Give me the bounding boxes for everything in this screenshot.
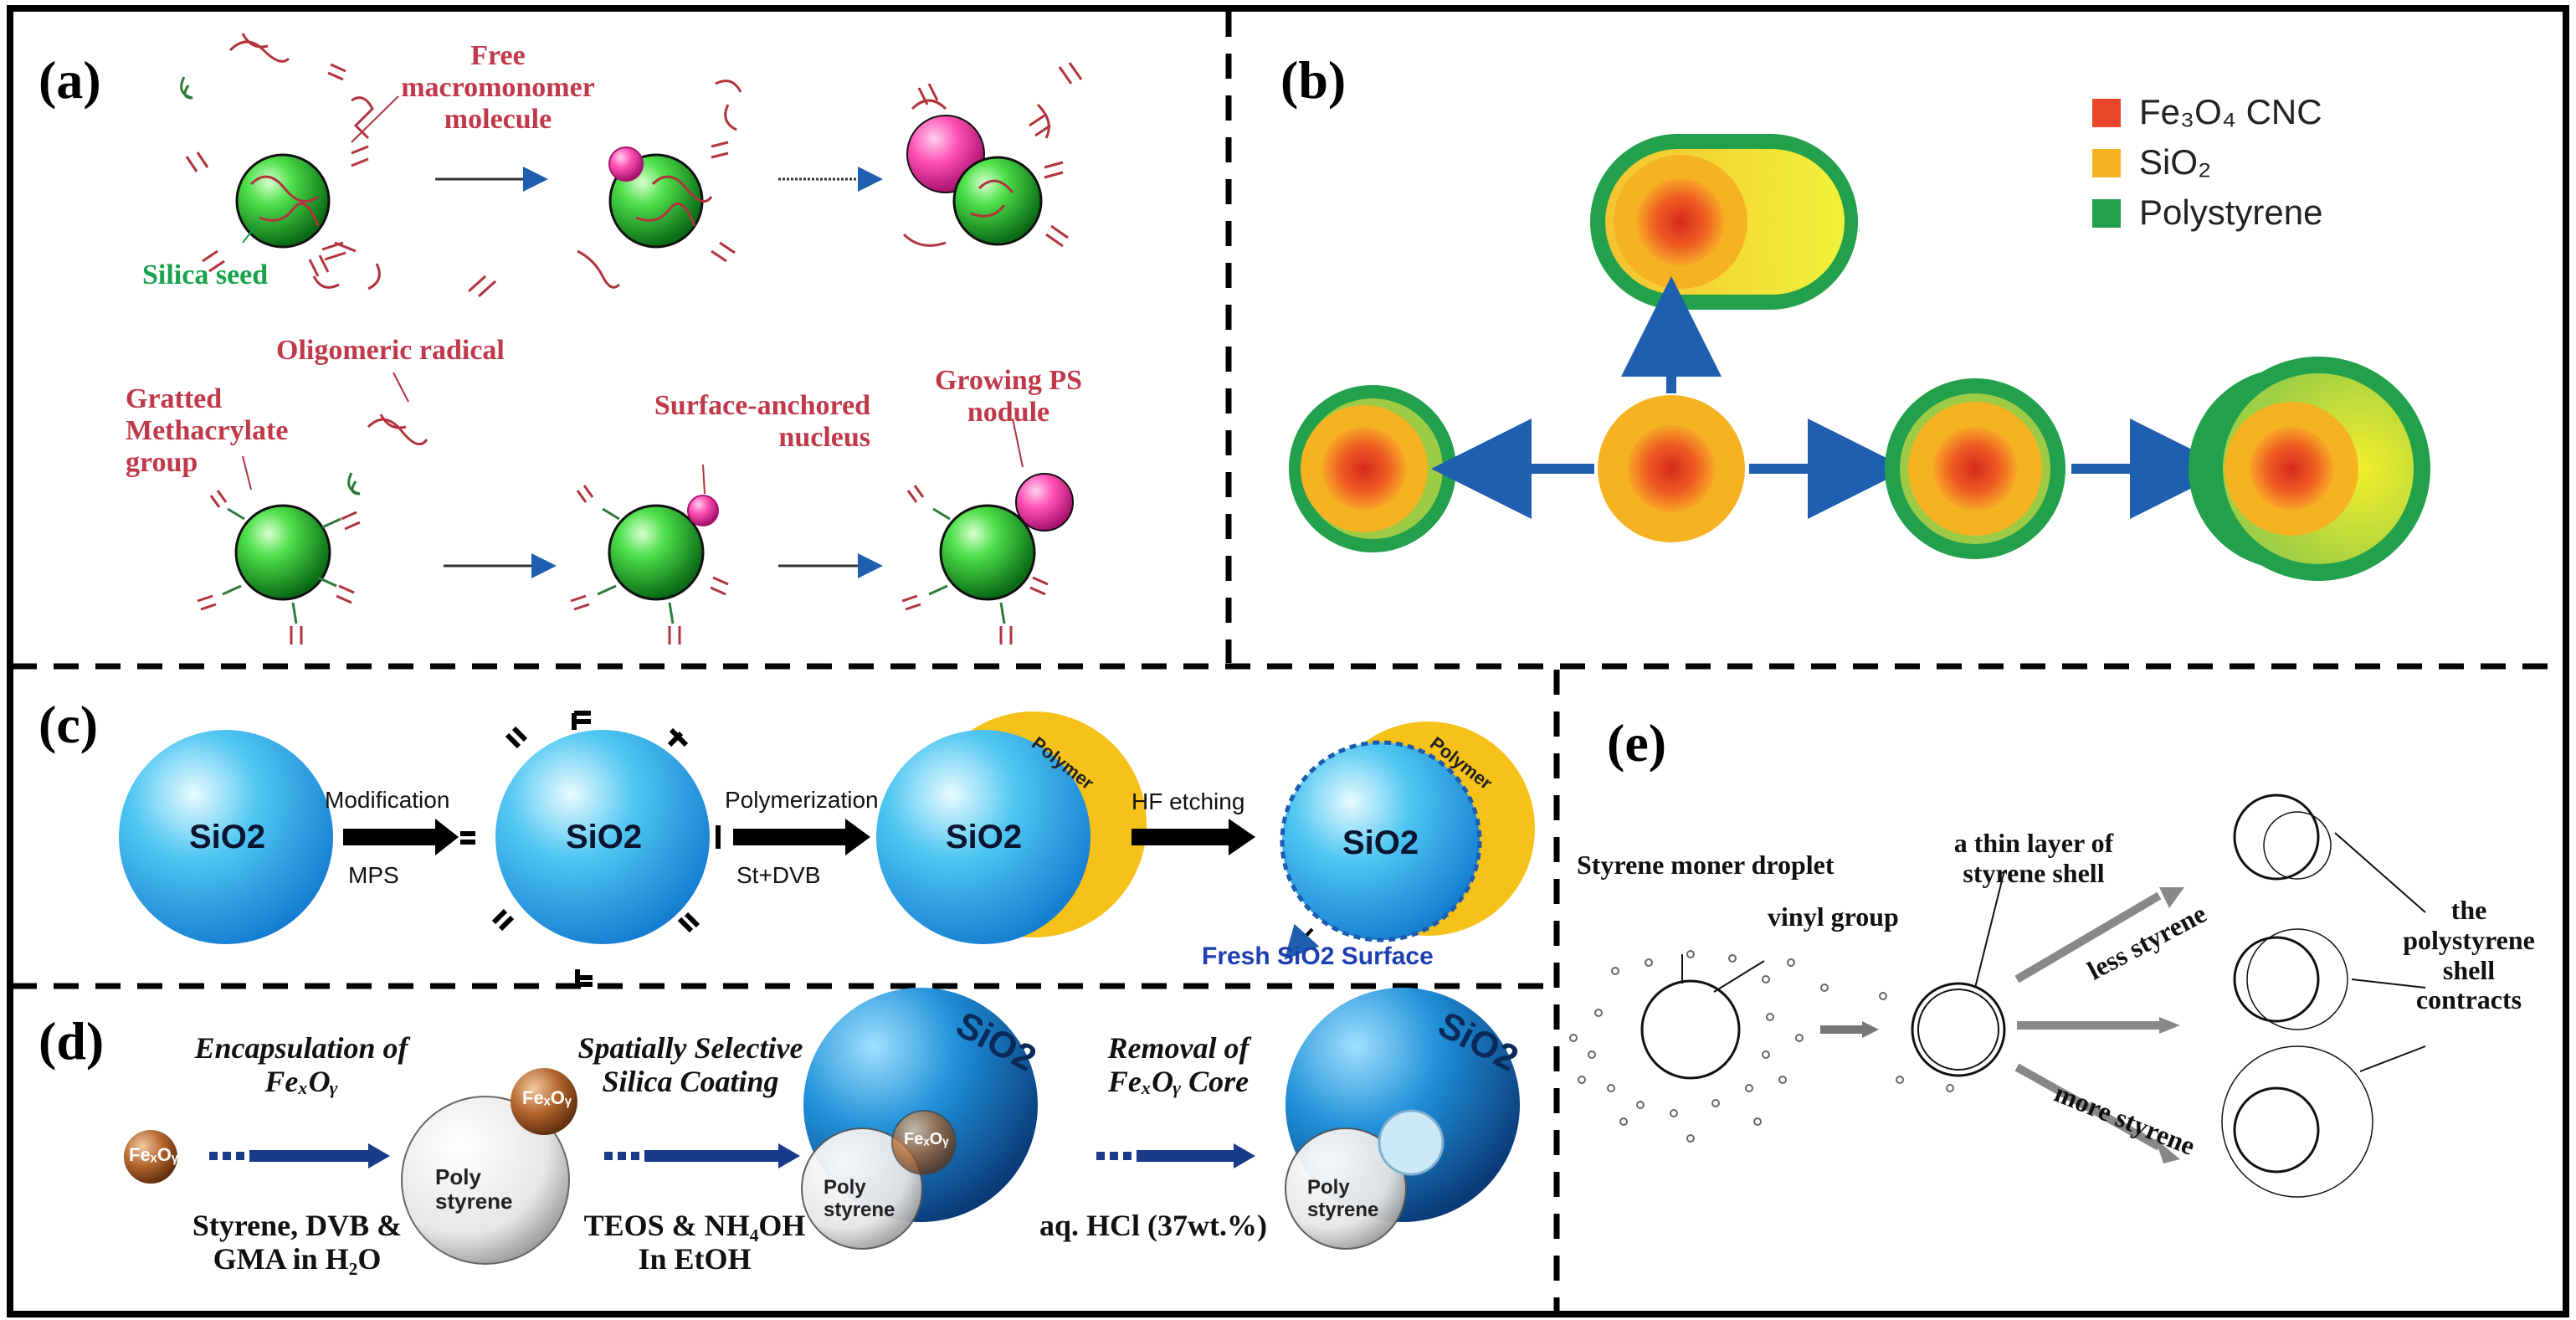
panel-label-c: (c) <box>38 695 99 754</box>
label-silica-seed: Silica seed <box>142 259 269 290</box>
label-styrene-dvb: Styrene, DVB & GMA in H₂O <box>192 1209 403 1276</box>
label-aq-hcl: aq. HCl (37wt.%) <box>1039 1209 1267 1242</box>
pink-nucleus <box>608 146 644 182</box>
panel-a-graphics <box>180 33 1083 645</box>
label-sio2-4: SiO2 <box>1342 824 1419 861</box>
label-feox-3: FeₓOᵧ <box>904 1130 949 1148</box>
legend-label-sio2: SiO₂ <box>2139 142 2212 182</box>
label-sio2-2: SiO2 <box>566 819 643 855</box>
label-oligomeric-radical: Oligomeric radical <box>276 335 505 366</box>
legend-swatch-sio2 <box>2092 149 2121 177</box>
label-poly-styrene-2: Poly styrene <box>824 1176 895 1221</box>
label-sio2-1: SiO2 <box>189 819 266 855</box>
panel-label-d: (d) <box>38 1011 105 1071</box>
label-mps: MPS <box>348 862 399 888</box>
panel-d-graphics <box>124 988 1520 1265</box>
label-removal: Removal of FeₓOᵧ Core <box>1107 1031 1250 1099</box>
label-fresh-sio2-surface: Fresh SiO2 Surface <box>1202 942 1434 970</box>
outer-frame <box>7 5 2569 1317</box>
label-hf-etching: HF etching <box>1131 788 1245 814</box>
label-thin-layer: a thin layer of styrene shell <box>1953 828 2114 888</box>
pink-nucleus <box>687 495 719 526</box>
label-poly-styrene-3: Poly styrene <box>1307 1176 1379 1221</box>
legend-swatch-polystyrene <box>2092 199 2121 228</box>
label-surface-nucleus: Surface-anchored nucleus <box>654 390 870 454</box>
label-shell-contracts: the polystyrene shell contracts <box>2403 895 2535 1015</box>
panel-e-graphics <box>1569 794 2426 1198</box>
label-feox-1: FeₓOᵧ <box>129 1144 178 1165</box>
label-free-macromonomer: Free macromonomer molecule <box>401 40 595 136</box>
label-sio2-3: SiO2 <box>946 819 1023 855</box>
label-styrene-droplet: Styrene moner droplet <box>1577 850 1835 880</box>
pink-nodule <box>1015 473 1074 532</box>
legend-swatch-fe3o4 <box>2092 99 2121 127</box>
panel-b-graphics <box>1289 134 2430 581</box>
label-vinyl-group: vinyl group <box>1768 901 1899 932</box>
label-modification: Modification <box>325 787 450 813</box>
label-teos: TEOS & NH₄OH In EtOH <box>583 1209 806 1276</box>
label-spatially-selective: Spatially Selective Silica Coating <box>577 1031 803 1099</box>
silica-seed-sphere <box>952 156 1043 246</box>
label-polymerization: Polymerization <box>725 787 879 813</box>
legend-label-fe3o4: Fe₃O₄ CNC <box>2139 92 2322 131</box>
panel-label-a: (a) <box>38 50 101 110</box>
label-grafted-group: Gratted Methacrylate group <box>126 383 289 479</box>
label-feox-2: FeₓOᵧ <box>522 1087 572 1108</box>
legend-label-polystyrene: Polystyrene <box>2139 193 2323 232</box>
label-st-dvb: St+DVB <box>736 862 821 888</box>
label-poly-styrene-1: Poly styrene <box>435 1164 513 1215</box>
panel-label-b: (b) <box>1280 50 1347 110</box>
silica-seed-sphere <box>608 504 705 601</box>
label-growing-nodule: Growing PS nodule <box>934 365 1082 429</box>
silica-seed-sphere <box>939 504 1036 601</box>
panel-c-graphics <box>119 711 1535 987</box>
silica-seed-sphere <box>234 504 331 601</box>
label-encapsulation: Encapsulation of FeₓOᵧ <box>194 1031 408 1099</box>
panel-label-e: (e) <box>1607 713 1667 773</box>
